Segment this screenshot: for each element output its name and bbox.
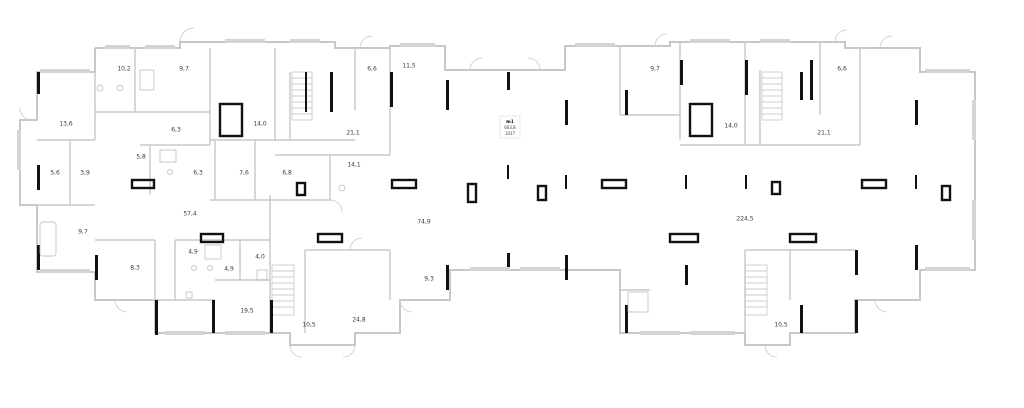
room-label: 3,9 xyxy=(80,170,90,177)
room-label: 19,5 xyxy=(240,308,254,315)
room-label: 5,6 xyxy=(50,170,60,177)
room-label: 9,7 xyxy=(179,66,189,73)
badge-number: №1 xyxy=(506,119,514,124)
room-label: 8,3 xyxy=(130,265,140,272)
room-label: 14,0 xyxy=(253,121,267,128)
room-label: 9,7 xyxy=(650,66,660,73)
doors xyxy=(19,27,893,358)
stairs xyxy=(271,71,783,316)
room-label: 74,9 xyxy=(417,219,431,226)
room-label: 9,7 xyxy=(78,229,88,236)
badge-area: 603,8 xyxy=(504,125,516,130)
room-label: 6,3 xyxy=(193,170,203,177)
room-label: 14,1 xyxy=(347,162,361,169)
room-label: 14,0 xyxy=(724,123,738,130)
shafts xyxy=(130,102,952,244)
room-label: 6,6 xyxy=(367,66,377,73)
room-label: 24,8 xyxy=(352,317,366,324)
room-label: 10,5 xyxy=(302,322,316,329)
fixtures xyxy=(39,69,649,313)
room-label: 4,9 xyxy=(224,266,234,273)
windows xyxy=(17,39,976,335)
room-label: 11,5 xyxy=(402,63,416,70)
room-label: 13,6 xyxy=(59,121,73,128)
room-label: 4,0 xyxy=(255,254,265,261)
room-label: 7,6 xyxy=(239,170,249,177)
room-label: 10,2 xyxy=(117,66,131,73)
room-label: 57,4 xyxy=(183,211,197,218)
load-bearing-walls xyxy=(37,60,918,335)
area-badge: №1 603,8 1017 xyxy=(499,115,521,139)
room-label: 21,1 xyxy=(346,130,360,137)
room-label: 224,5 xyxy=(736,216,753,223)
room-label: 21,1 xyxy=(817,130,831,137)
room-labels: 10,2 9,7 13,6 6,3 14,0 6,6 11,5 21,1 5,8… xyxy=(50,63,847,329)
room-label: 4,9 xyxy=(188,249,198,256)
room-label: 10,5 xyxy=(774,322,788,329)
room-label: 6,3 xyxy=(171,127,181,134)
room-label: 5,8 xyxy=(136,154,146,161)
room-label: 6,6 xyxy=(837,66,847,73)
room-label: 6,8 xyxy=(282,170,292,177)
room-label: 9,3 xyxy=(424,276,434,283)
badge-code: 1017 xyxy=(505,131,516,136)
